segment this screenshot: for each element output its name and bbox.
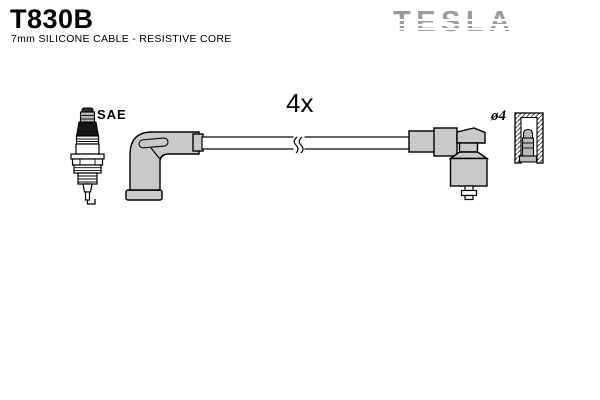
product-description: 7mm SILICONE CABLE - RESISTIVE CORE — [11, 33, 232, 45]
logo-stripe — [393, 23, 513, 26]
angled-boot-drawing — [125, 131, 204, 201]
logo-stripe — [393, 19, 513, 21]
spark-plug-drawing — [70, 107, 105, 205]
logo-stripe — [393, 32, 513, 35]
coil-boot-drawing — [408, 127, 490, 201]
part-number: T830B — [10, 4, 94, 34]
spark-plug-label: SAE — [97, 107, 127, 122]
cable-drawing — [201, 135, 412, 154]
logo-stripe — [393, 28, 513, 30]
brand-logo: TESLA — [393, 7, 513, 37]
brand-logo-text: TESLA — [393, 6, 516, 38]
quantity-label: 4x — [286, 88, 314, 118]
terminal-sleeve-drawing — [514, 112, 544, 164]
terminal-diameter-label: ø4 — [491, 108, 506, 124]
